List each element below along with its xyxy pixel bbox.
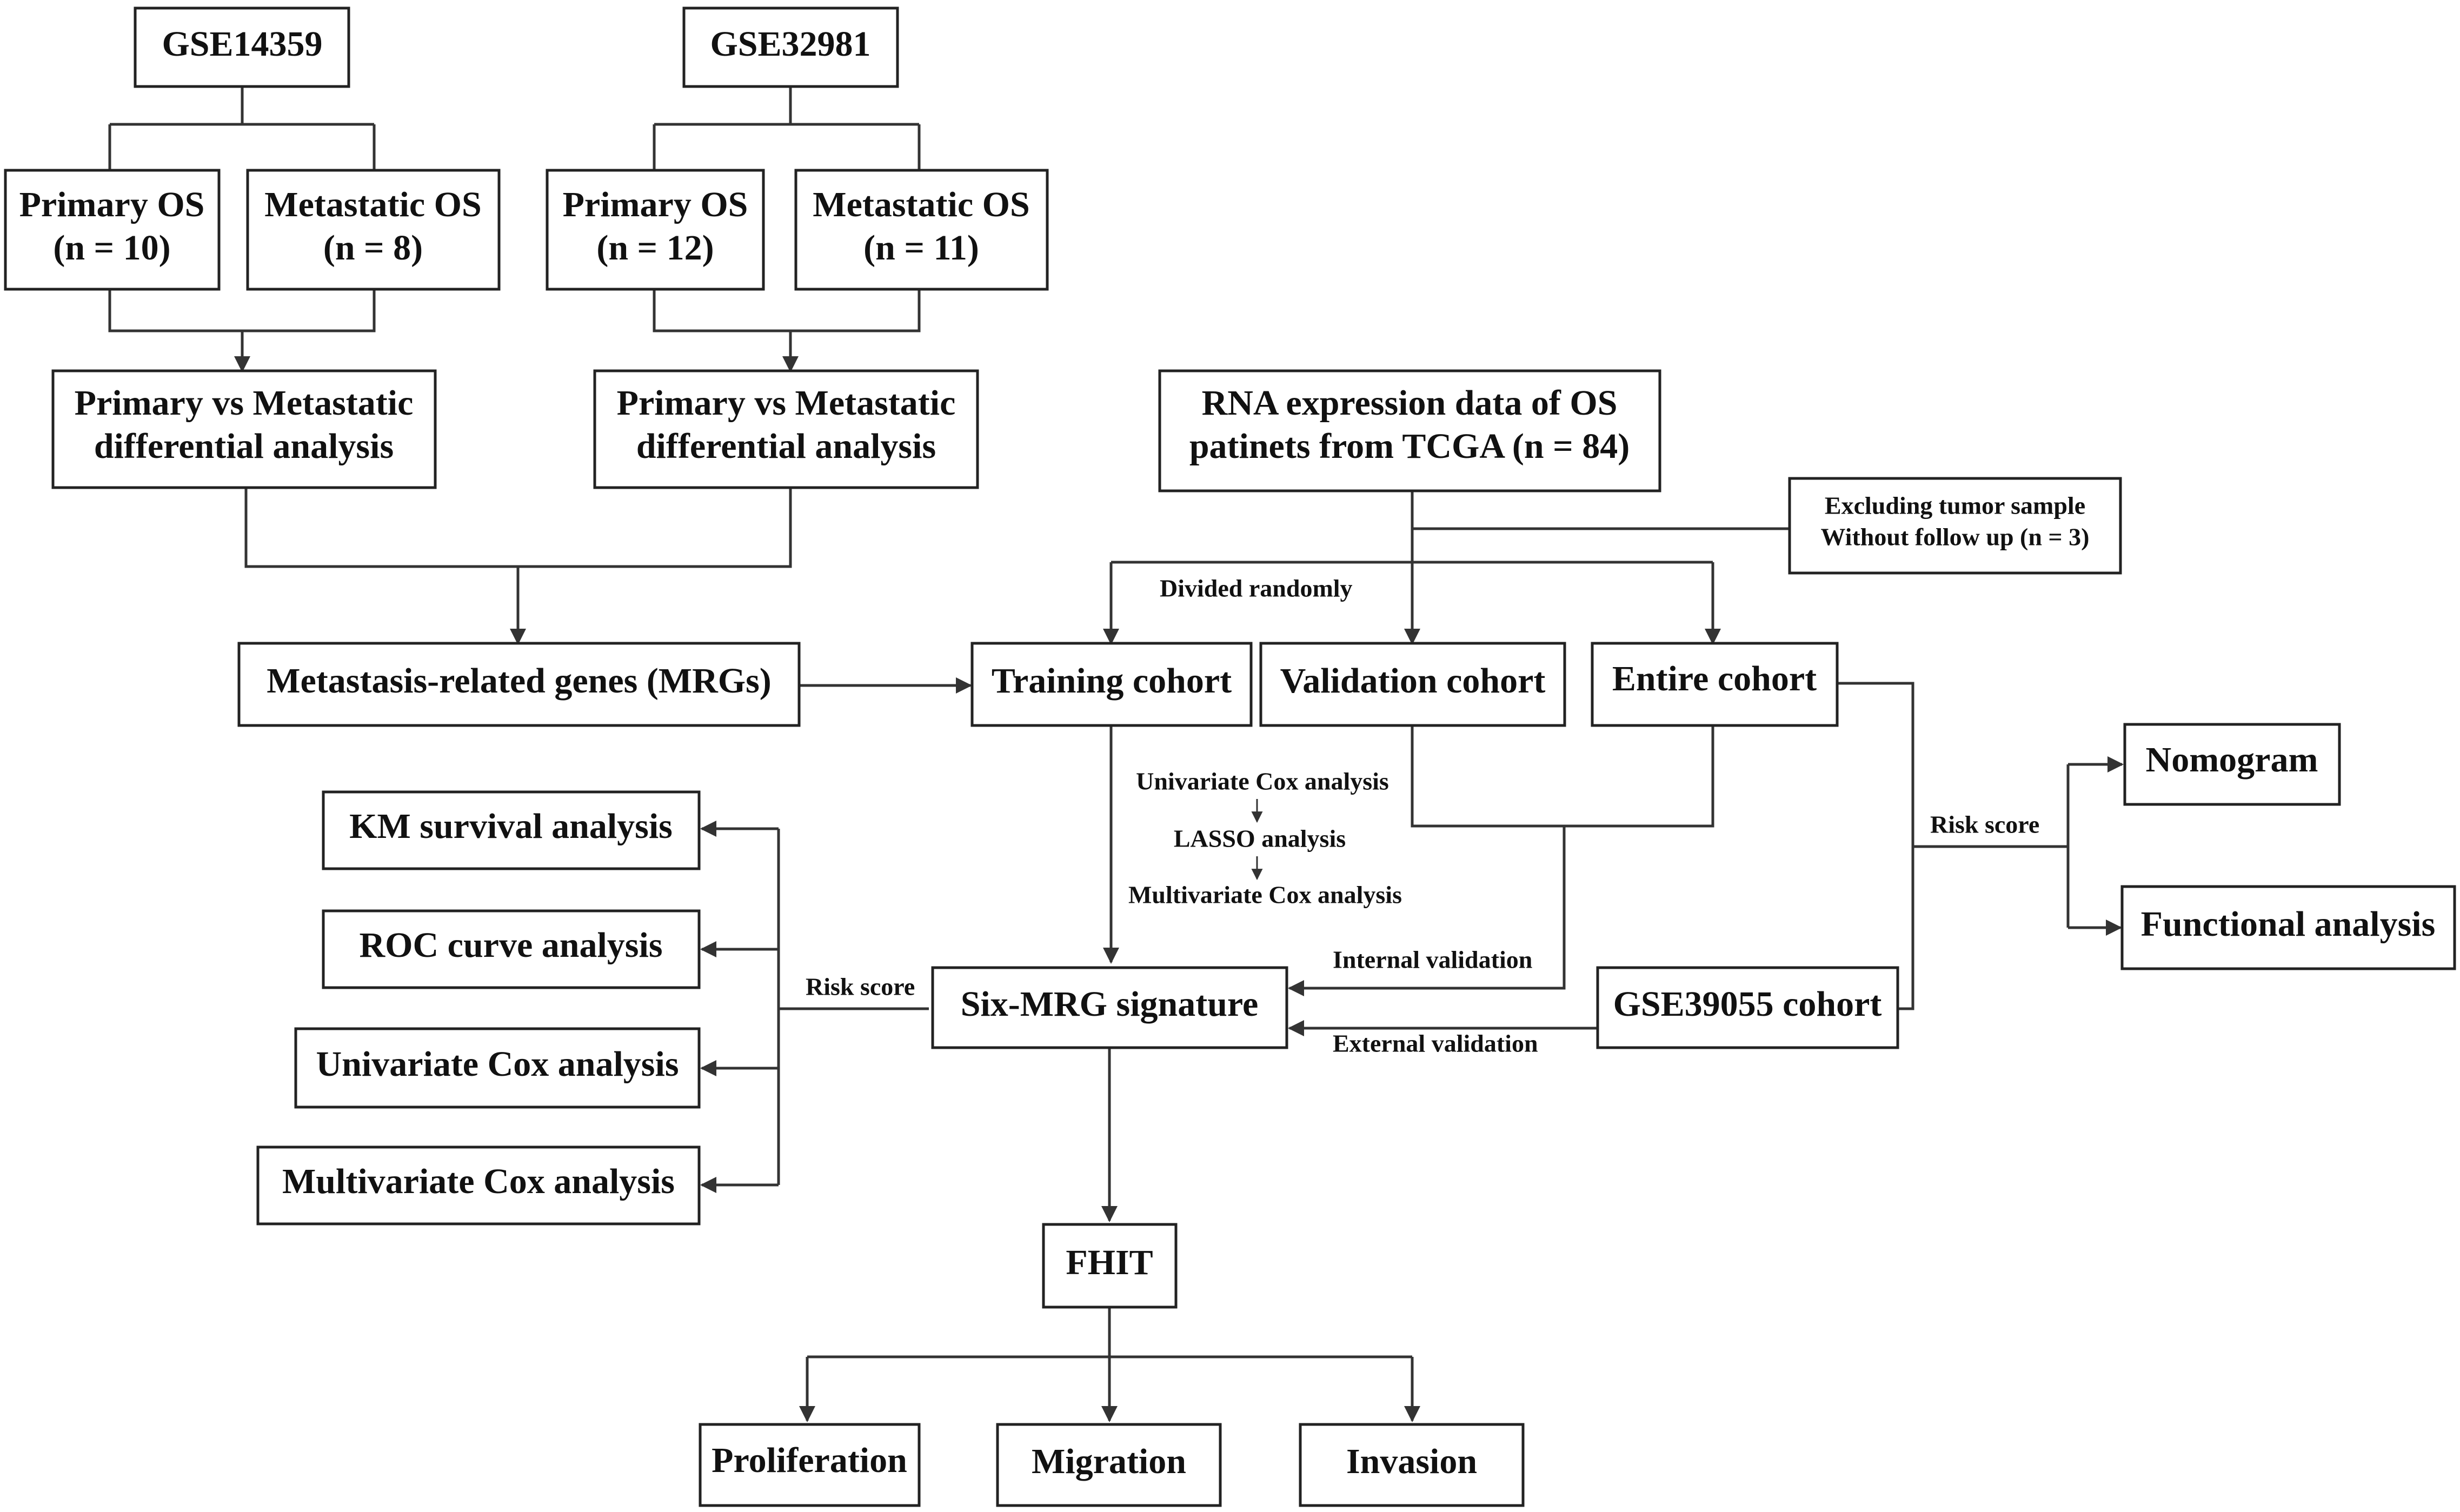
box-training-cohort: Training cohort [970, 642, 1253, 727]
box-primary-os-b: Primary OS (n = 12) [546, 169, 765, 291]
box-label: (n = 10) [53, 228, 170, 268]
box-label: ROC curve analysis [360, 925, 663, 965]
label-step-multivariate: Multivariate Cox analysis [1128, 881, 1402, 909]
box-six-mrg-signature: Six-MRG signature [931, 966, 1288, 1049]
box-label: Migration [1032, 1442, 1186, 1481]
label-internal-validation: Internal validation [1333, 946, 1532, 974]
box-label: (n = 8) [323, 228, 423, 268]
box-label: Proliferation [712, 1441, 907, 1480]
box-label: Primary vs Metastatic [617, 383, 956, 423]
label-step-univariate: Univariate Cox analysis [1136, 768, 1389, 795]
box-label: (n = 11) [863, 228, 979, 268]
box-label: (n = 12) [596, 228, 714, 268]
box-primary-os-a: Primary OS (n = 10) [4, 169, 221, 291]
box-fhit: FHIT [1042, 1223, 1178, 1309]
box-gse14359: GSE14359 [134, 6, 350, 88]
box-label: Functional analysis [2141, 904, 2436, 944]
connector [807, 1307, 1412, 1358]
box-label: differential analysis [636, 427, 936, 466]
box-invasion: Invasion [1299, 1423, 1525, 1507]
box-label: Training cohort [992, 661, 1232, 701]
box-label: Metastatic OS [813, 185, 1029, 224]
box-entire-cohort: Entire cohort [1591, 642, 1839, 727]
box-label: Validation cohort [1280, 661, 1546, 701]
box-validation-cohort: Validation cohort [1259, 642, 1566, 727]
box-label: RNA expression data of OS [1202, 383, 1618, 423]
box-label: FHIT [1066, 1243, 1153, 1282]
label-divided-randomly: Divided randomly [1160, 575, 1353, 602]
box-label: Invasion [1346, 1442, 1477, 1481]
box-diff-analysis-a: Primary vs Metastatic differential analy… [51, 369, 437, 489]
box-diff-analysis-b: Primary vs Metastatic differential analy… [593, 369, 979, 489]
box-roc-curve: ROC curve analysis [322, 909, 701, 989]
label-step-lasso: LASSO analysis [1174, 825, 1346, 852]
box-label: Excluding tumor sample [1825, 492, 2085, 519]
box-label: Univariate Cox analysis [316, 1044, 679, 1084]
box-multivariate-cox: Multivariate Cox analysis [256, 1145, 701, 1225]
box-label: Primary vs Metastatic [75, 383, 414, 423]
box-proliferation: Proliferation [699, 1423, 921, 1507]
box-label: Nomogram [2146, 740, 2318, 780]
box-gse32981: GSE32981 [682, 6, 899, 88]
box-rna-data: RNA expression data of OS patinets from … [1158, 369, 1661, 492]
label-external-validation: External validation [1333, 1030, 1538, 1057]
box-label: Primary OS [19, 185, 205, 224]
connector [653, 86, 921, 170]
connector [244, 488, 792, 568]
box-label: GSE14359 [162, 24, 322, 64]
box-label: GSE39055 cohort [1613, 984, 1882, 1024]
box-label: Six-MRG signature [961, 984, 1259, 1024]
box-label: KM survival analysis [349, 807, 673, 846]
box-mrgs: Metastasis-related genes (MRGs) [237, 642, 801, 727]
edge-labels: Divided randomly Univariate Cox analysis… [806, 575, 2039, 1057]
label-risk-score-right: Risk score [1930, 811, 2039, 838]
box-functional-analysis: Functional analysis [2120, 885, 2456, 970]
box-label: Entire cohort [1612, 659, 1817, 698]
box-label: Metastasis-related genes (MRGs) [267, 661, 772, 701]
box-metastatic-os-a: Metastatic OS (n = 8) [246, 169, 501, 291]
connectors [108, 86, 2124, 1422]
box-univariate-cox: Univariate Cox analysis [294, 1027, 701, 1109]
connector [653, 289, 921, 332]
box-nomogram: Nomogram [2123, 723, 2341, 806]
connector [108, 289, 376, 332]
box-label: patinets from TCGA (n = 84) [1189, 427, 1630, 466]
box-label: Metastatic OS [264, 185, 481, 224]
box-metastatic-os-b: Metastatic OS (n = 11) [794, 169, 1049, 291]
box-label: differential analysis [94, 427, 394, 466]
connector [1837, 682, 1914, 1010]
arrow [1288, 826, 1566, 996]
connector [1411, 725, 1714, 828]
connector [108, 86, 376, 170]
box-label: Multivariate Cox analysis [282, 1162, 675, 1201]
label-risk-score-left: Risk score [806, 973, 915, 1001]
box-excluding: Excluding tumor sample Without follow up… [1788, 477, 2122, 575]
box-km-survival: KM survival analysis [322, 790, 701, 870]
box-label: Primary OS [563, 185, 748, 224]
box-label: GSE32981 [710, 24, 870, 64]
box-gse39055-cohort: GSE39055 cohort [1596, 966, 1899, 1049]
box-migration: Migration [996, 1423, 1222, 1507]
box-label: Without follow up (n = 3) [1821, 523, 2090, 551]
